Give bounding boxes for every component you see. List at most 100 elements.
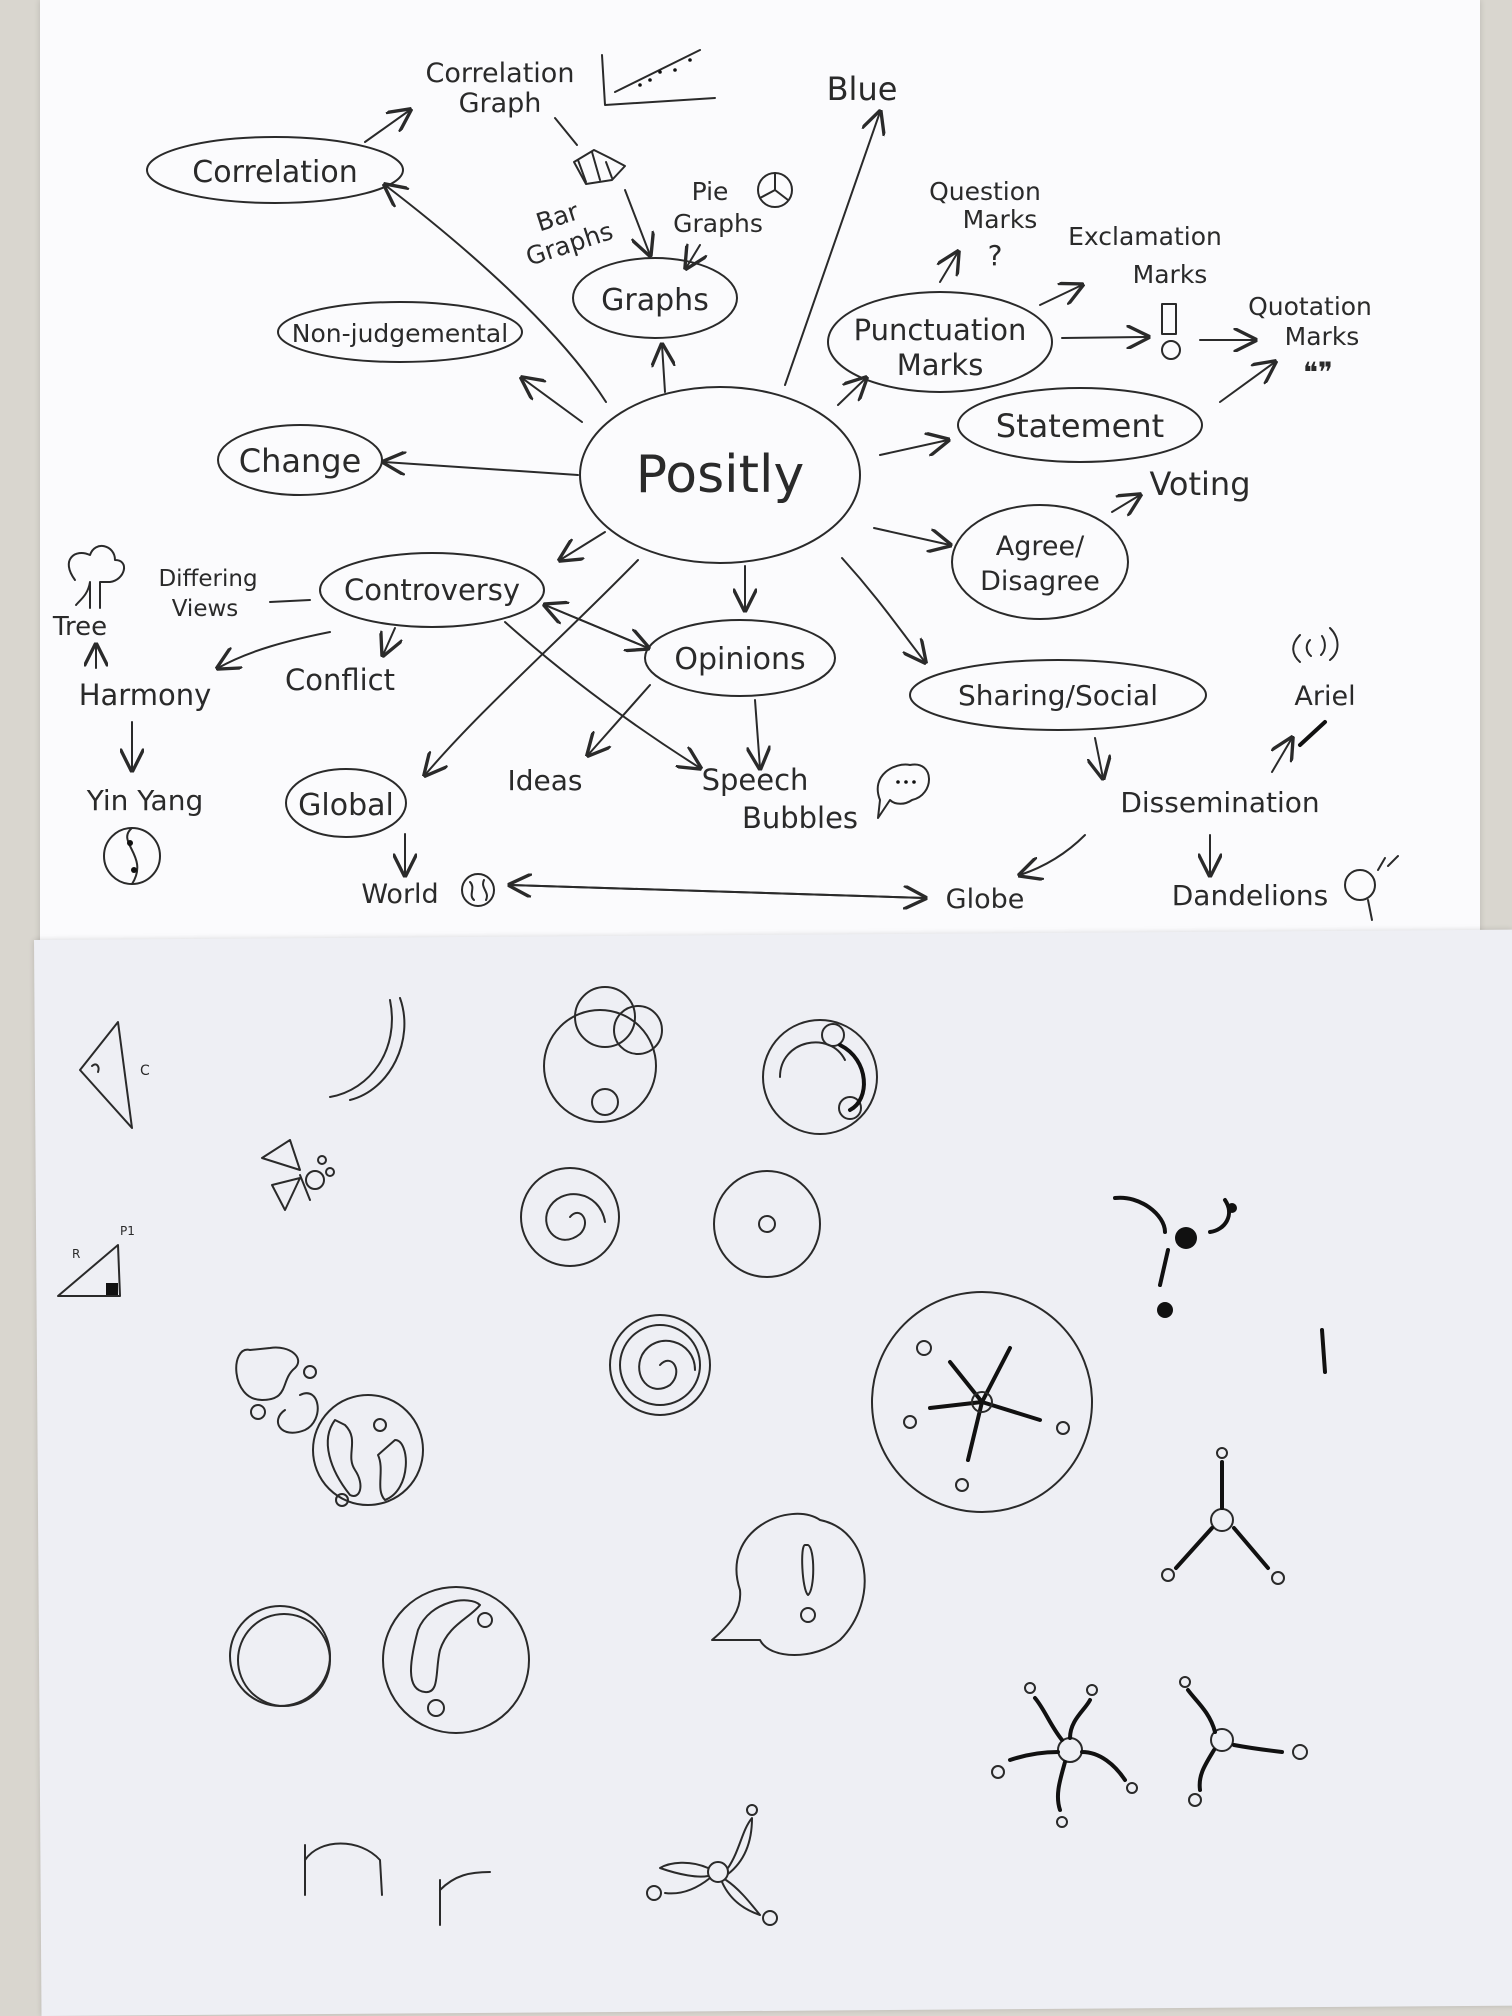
globe-label: Globe [946,884,1025,915]
edge-dissemination-globe [1020,834,1086,875]
edge-agree [873,527,950,545]
harmony-label: Harmony [79,678,212,712]
statement-bubble [957,387,1203,463]
sketches: C R P1 [57,986,1327,1926]
edge-ariel [1272,738,1292,773]
non-judgemental-bubble [277,301,523,363]
plain-circle-sketch [229,1605,331,1707]
sharing-label: Sharing/Social [958,679,1158,712]
blue-label: Blue [827,70,898,108]
fan-sketch [261,1139,335,1211]
double-blob-sketch [235,1346,424,1507]
question-label-1: Question [929,177,1041,206]
edge-global [425,559,639,775]
edge-conflict [383,627,395,655]
global-label: Global [298,788,394,823]
speech-label-2: Bubbles [742,801,858,835]
right-triangle-sketch: R P1 [57,1224,135,1297]
agree-label-2: Disagree [980,566,1100,597]
tri-prong-sketch [1161,1447,1285,1585]
sharing-bubble [909,659,1207,731]
antenna-icon [1292,627,1339,747]
conflict-label: Conflict [285,663,395,697]
dandelions-label: Dandelions [1172,879,1329,912]
pinwheel-sketch [646,1804,778,1926]
edge-speech [755,699,760,768]
punctuation-label-1: Punctuation [854,313,1027,347]
three-arm-sketch [1179,1676,1308,1807]
bar-chart-icon [573,149,626,185]
exclamation-label-1: Exclamation [1068,222,1222,251]
center-bubble [579,386,861,564]
ideas-label: Ideas [507,764,582,797]
triangle-sketch: C [79,1021,150,1129]
exclamation-label-2: Marks [1133,260,1208,289]
ring-sketch [713,1170,821,1278]
speech-bubble-icon [876,763,930,819]
edge-exclamation [1039,285,1082,306]
scatter-graph-icon [601,49,716,106]
exclamation-mark-icon [1161,303,1181,360]
edge-punctuation [837,378,866,406]
edge-correlation-graph-to-bars [554,117,578,146]
differing-label-2: Views [172,596,239,622]
comma-circle-sketch [382,1586,530,1734]
correlation-label: Correlation [192,155,357,190]
punctuation-label-2: Marks [897,348,984,382]
quotation-label-1: Quotation [1248,292,1372,321]
edge-sharing [841,557,925,662]
pie-graphs-label-1: Pie [692,177,729,206]
world-label: World [361,879,438,910]
correlation-graph-label-1: Correlation [426,58,575,89]
right-triangle-label-r: R [72,1247,80,1261]
spiral-sketch-2 [609,1314,711,1416]
non-judgemental-label: Non-judgemental [292,319,508,348]
statement-label: Statement [996,407,1164,445]
voting-label: Voting [1149,465,1250,503]
opinions-bubble [644,619,836,697]
mindmap: Positly Correlation Correlation Graph Gr… [52,49,1399,921]
controversy-bubble [319,552,545,628]
right-triangle-label-p1: P1 [120,1224,135,1238]
quotation-label-2: Marks [1285,322,1360,351]
ariel-label: Ariel [1294,681,1355,712]
opinions-label: Opinions [674,642,805,677]
yin-yang-label: Yin Yang [86,784,203,817]
bar-blob-sketch [1320,1328,1327,1374]
edge-harmony [218,631,331,668]
star-circle-sketch [871,1291,1093,1513]
edge-statement-quotation [1219,362,1275,403]
correlation-graph-label-2: Graph [459,88,542,119]
dissemination-label: Dissemination [1120,786,1319,819]
edge-dissemination [1095,737,1103,778]
yin-yang-icon [103,827,161,885]
global-bubble [285,768,407,838]
edge-correlation-graph [364,110,410,143]
quotation-mark-icon: ❝❞ [1303,356,1333,389]
crescent-sketch [329,997,406,1101]
agree-bubble [951,504,1129,620]
edge-voting [1111,495,1140,512]
dandelion-icon [1344,855,1399,921]
graphs-label: Graphs [601,283,709,318]
edge-question [940,252,958,283]
edge-blue [784,112,880,386]
controversy-label: Controversy [344,573,520,607]
edge-controversy-speech [504,621,700,768]
exclamation-bubble-sketch [711,1512,866,1656]
edge-bar-graphs [624,189,650,255]
agree-label-1: Agree/ [996,531,1085,562]
spiral-sketch-1 [520,1167,620,1267]
edge-exclamation-line [1061,337,1148,338]
edge-change [384,462,579,476]
speech-label-1: Speech [702,763,809,797]
overlap-circles-sketch [543,986,663,1123]
edge-non-judgemental [522,378,583,423]
question-mark-icon: ? [988,239,1003,272]
mindmap-sheet [40,0,1480,958]
pie-chart-icon [757,172,793,208]
correlation-bubble [146,136,404,204]
change-label: Change [239,442,362,480]
question-label-2: Marks [963,205,1038,234]
